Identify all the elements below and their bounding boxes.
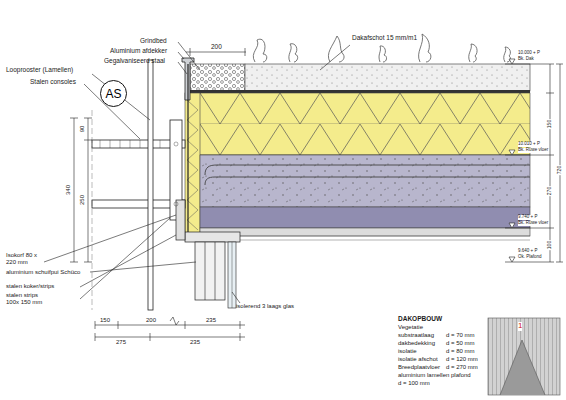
dimension: 200: [211, 43, 222, 50]
level-mark: 10.010 + P: [518, 142, 540, 147]
level-mark: Bk. Ruwe vloer: [518, 148, 548, 153]
dimension: 100: [547, 240, 553, 250]
table-cell: isolatie: [398, 348, 417, 355]
table-cell: d = 270 mm: [446, 364, 478, 371]
level-mark: Bk. Ruwe vloer: [518, 221, 548, 226]
dimension: 200: [146, 317, 156, 324]
level-mark: 9.640 + P: [518, 249, 537, 254]
dimension: 90: [79, 125, 86, 134]
part-label: Isokorf 80 x 220 mm: [6, 252, 46, 265]
table-cell: d = 120 mm: [446, 356, 478, 363]
dimension: 150: [100, 317, 110, 324]
table-cell: aluminium lamellen plafond: [398, 372, 471, 379]
dimension: 235: [206, 317, 216, 324]
table-cell: d = 50 mm: [446, 340, 475, 347]
part-label: stalen koker/strips: [6, 283, 54, 290]
part-label: isolerend 3 laags glas: [236, 303, 294, 310]
part-label: stalen strips 100x 150 mm: [6, 292, 48, 305]
table-cell: d = 100 mm: [398, 380, 430, 387]
table-cell: d = 80 mm: [446, 348, 475, 355]
dimension: 250: [79, 194, 86, 206]
note: Dakafschot 15 mm/m1: [352, 34, 417, 41]
level-mark: Bk. Dak: [518, 57, 534, 62]
table-cell: Vegetatie: [398, 324, 423, 331]
dimension: 150: [547, 119, 553, 129]
level-mark: 10.000 + P: [518, 51, 540, 56]
part-label: Aluminium afdekker: [110, 47, 167, 54]
dimension: 270: [547, 186, 553, 196]
part-label: Stalen consoles: [30, 78, 76, 85]
dimension: 720: [557, 165, 563, 175]
table-cell: dakbedekking: [398, 340, 435, 347]
dimension: 340: [65, 184, 72, 196]
dimension: 275: [116, 339, 126, 346]
axis-label: AS: [105, 87, 121, 101]
table-cell: d = 70 mm: [446, 332, 475, 339]
table-cell: Breedplaatvloer: [398, 364, 440, 371]
table-cell: substraatlaag: [398, 332, 434, 339]
part-label: Gegalvaniseerd staal: [104, 57, 165, 64]
part-label: Looprooster (Lamellen): [6, 66, 73, 73]
table-heading: DAKOPBOUW: [398, 315, 442, 322]
table-cell: isolatie afschot: [398, 356, 438, 363]
axis-circle: AS: [100, 80, 127, 107]
part-label: Grindbed: [140, 37, 167, 44]
callout-number: 1: [518, 322, 522, 331]
part-label: aluminium schuifpui Schüco: [6, 269, 80, 276]
dimension: 235: [190, 339, 200, 346]
level-mark: Ok. Plafond: [518, 255, 542, 260]
level-mark: 9.740 + P: [518, 215, 537, 220]
